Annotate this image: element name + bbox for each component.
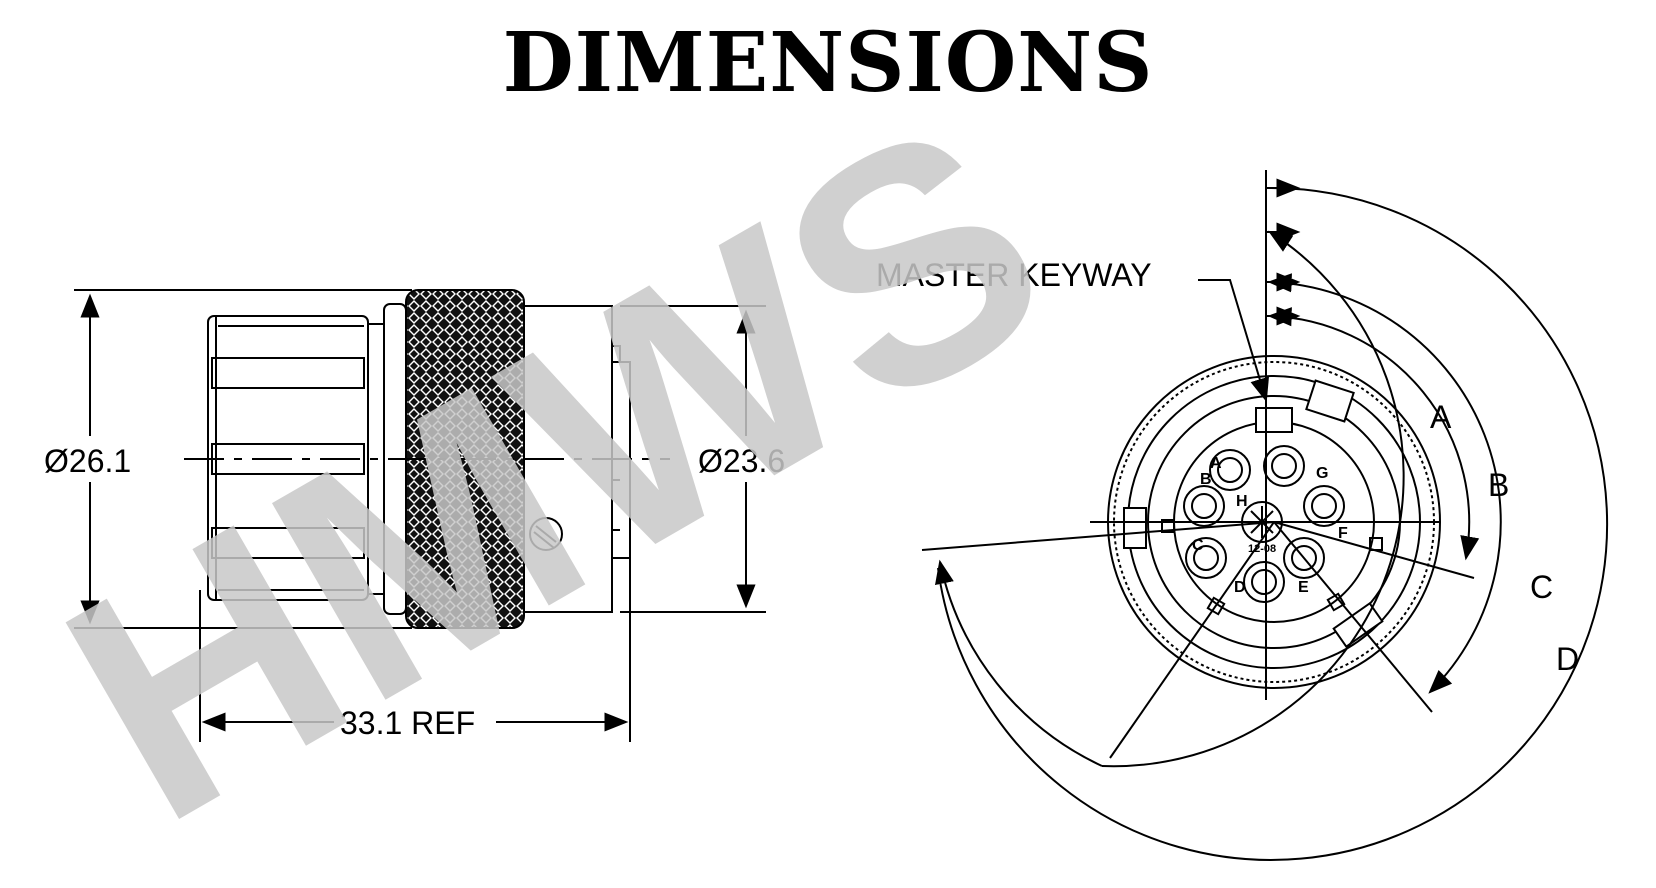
watermark: HMWS bbox=[11, 49, 1100, 888]
angle-label-d: D bbox=[1556, 641, 1579, 677]
pin-label-a: A bbox=[1210, 455, 1222, 472]
diameter-left-label: Ø26.1 bbox=[44, 443, 131, 479]
front-view bbox=[921, 170, 1609, 861]
angle-label-a: A bbox=[1430, 399, 1452, 435]
pin-label-b: B bbox=[1200, 471, 1212, 488]
pin-label-g: G bbox=[1316, 465, 1328, 482]
length-label: 33.1 REF bbox=[340, 705, 475, 741]
side-view bbox=[74, 289, 766, 742]
diameter-right-label: Ø23.6 bbox=[698, 443, 785, 479]
angle-label-c: C bbox=[1530, 569, 1553, 605]
page-title: DIMENSIONS bbox=[502, 15, 1154, 111]
pin-label-c: C bbox=[1192, 537, 1204, 554]
master-keyway-label: MASTER KEYWAY bbox=[876, 257, 1152, 293]
pin-label-d: D bbox=[1234, 579, 1246, 596]
angle-label-b: B bbox=[1488, 467, 1509, 503]
pin-label-h: H bbox=[1236, 493, 1248, 510]
pin-label-f: F bbox=[1338, 525, 1348, 542]
pin-label-e: E bbox=[1298, 579, 1309, 596]
center-marking: 12-08 bbox=[1248, 543, 1276, 555]
